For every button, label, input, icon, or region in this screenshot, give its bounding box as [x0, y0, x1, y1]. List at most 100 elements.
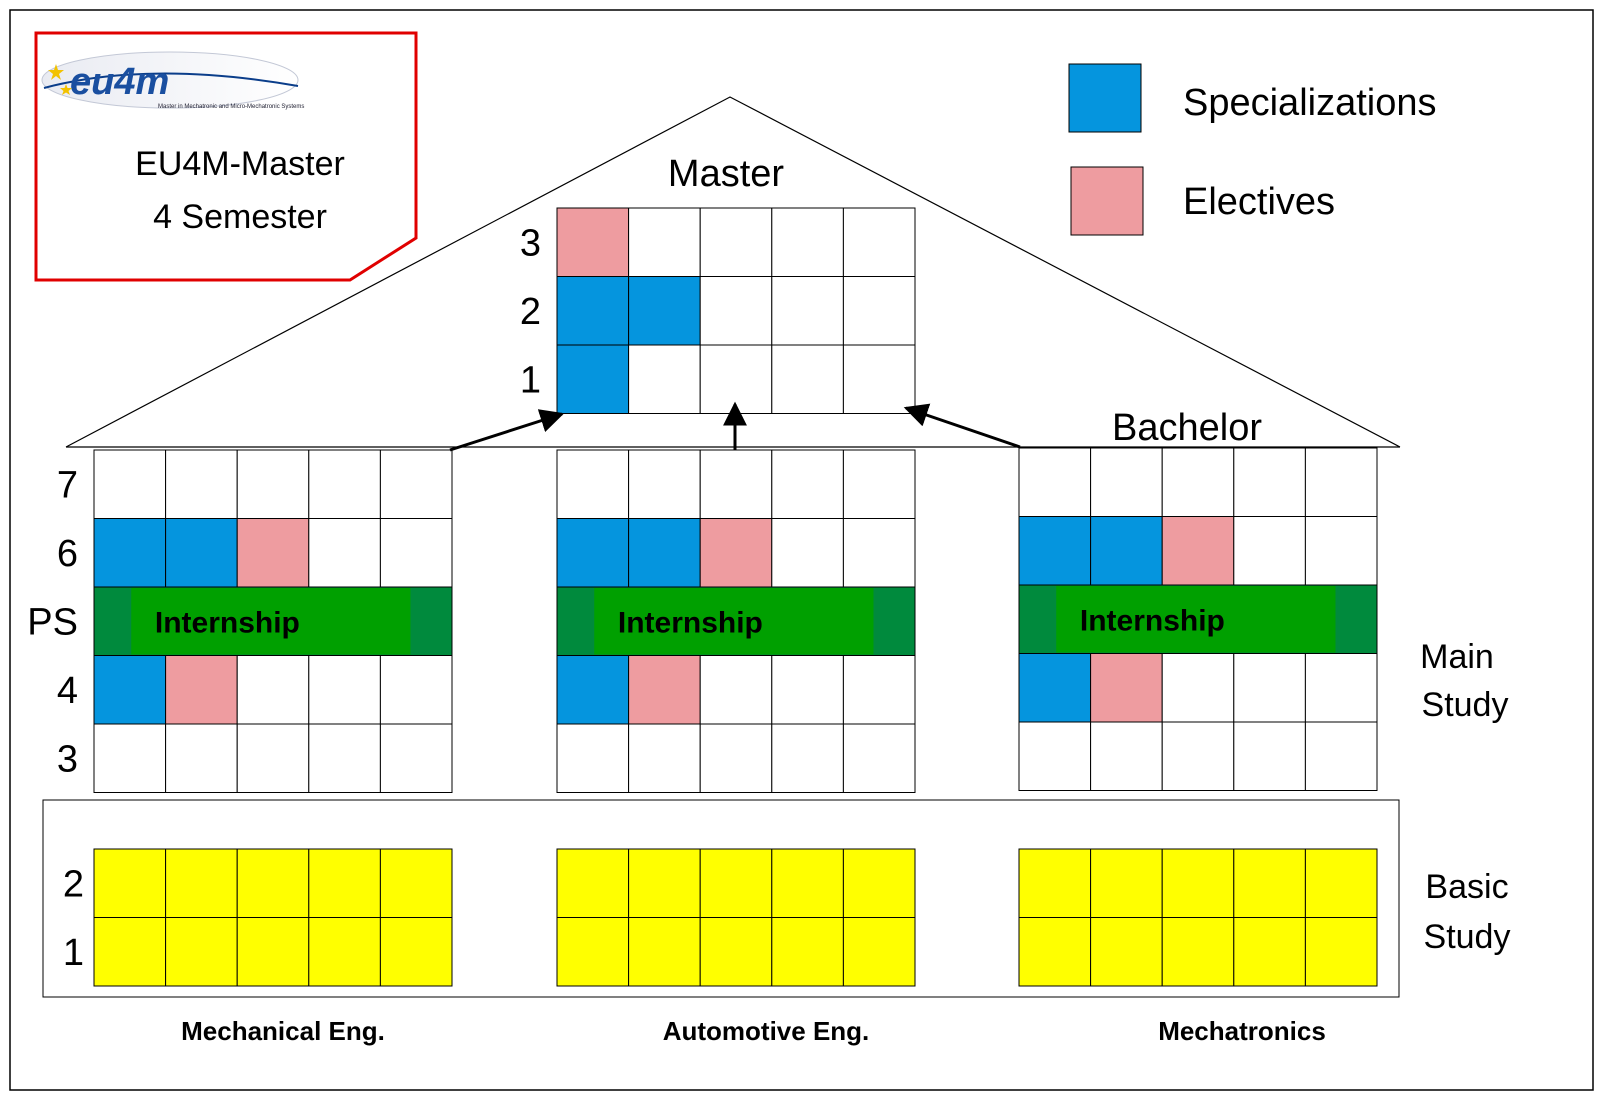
basic-study-grid-3 — [1018, 848, 1378, 987]
master-grid — [556, 207, 916, 414]
cell-empty — [1090, 721, 1163, 791]
internship-label: Internship — [1080, 604, 1225, 637]
cell-empty — [842, 449, 916, 519]
cell-basic — [556, 917, 630, 987]
cell-empty — [628, 449, 701, 519]
cell-basic — [771, 917, 844, 987]
cell-empty — [308, 723, 381, 793]
main-study-row-label: 6 — [57, 533, 78, 575]
roof-outline — [65, 96, 1401, 448]
cell-empty — [379, 723, 453, 793]
cell-specialization — [1018, 653, 1092, 723]
basic-study-row-label: 2 — [63, 863, 84, 905]
cell-specialization — [165, 518, 238, 588]
cell-basic — [699, 917, 773, 987]
cell-empty — [628, 344, 701, 414]
cell-basic — [628, 917, 701, 987]
cell-basic — [1018, 917, 1092, 987]
star-icon — [48, 64, 64, 80]
cell-basic — [1161, 917, 1235, 987]
cell-empty — [1304, 721, 1378, 791]
cell-empty — [1233, 516, 1306, 586]
cell-basic — [1233, 848, 1306, 918]
cell-empty — [771, 449, 844, 519]
cell-empty — [628, 207, 701, 277]
cell-empty — [379, 518, 453, 588]
cell-elective — [556, 207, 630, 277]
cell-specialization — [1090, 516, 1163, 586]
internship-band-inner — [594, 588, 874, 655]
cell-specialization — [628, 518, 701, 588]
cell-elective — [699, 518, 773, 588]
cell-elective — [236, 518, 310, 588]
cell-elective — [1090, 653, 1163, 723]
cell-basic — [93, 848, 167, 918]
cell-empty — [699, 723, 773, 793]
info-box-line1: EU4M-Master — [135, 145, 345, 183]
cell-empty — [308, 518, 381, 588]
program-name-mechanical: Mechanical Eng. — [181, 1016, 385, 1046]
cell-empty — [1233, 653, 1306, 723]
cell-empty — [842, 276, 916, 346]
basic-study-container — [42, 799, 1400, 998]
cell-basic — [165, 917, 238, 987]
cell-specialization — [556, 655, 630, 725]
main-study-row-label: 3 — [57, 738, 78, 780]
cell-empty — [699, 449, 773, 519]
side-label-main-2: Study — [1422, 686, 1509, 724]
info-box: eu4m Master in Mechatronic and Micro-Mec… — [34, 31, 418, 282]
cell-empty — [771, 723, 844, 793]
cell-empty — [1018, 447, 1092, 517]
cell-empty — [842, 655, 916, 725]
cell-empty — [1233, 447, 1306, 517]
cell-empty — [699, 207, 773, 277]
page-frame — [9, 9, 1594, 1091]
arrow-icon — [449, 409, 565, 452]
cell-basic — [236, 848, 310, 918]
cell-empty — [308, 655, 381, 725]
arrow-icon — [903, 403, 1021, 449]
main-study-grid-2: Internship — [556, 449, 916, 793]
cell-empty — [1090, 447, 1163, 517]
arrows — [449, 401, 1021, 452]
cell-specialization — [556, 518, 630, 588]
internship-band-inner — [131, 588, 411, 655]
cell-empty — [236, 655, 310, 725]
cell-specialization — [556, 344, 630, 414]
cell-specialization — [556, 276, 630, 346]
cell-empty — [771, 655, 844, 725]
cell-basic — [1304, 917, 1378, 987]
cell-empty — [771, 518, 844, 588]
cell-empty — [771, 276, 844, 346]
cell-specialization — [628, 276, 701, 346]
internship-label: Internship — [155, 606, 300, 639]
cell-specialization — [1018, 516, 1092, 586]
master-row-label: 1 — [520, 359, 541, 401]
logo-text: eu4m — [70, 61, 169, 103]
cell-basic — [1090, 917, 1163, 987]
internship-band-inner — [1056, 586, 1336, 653]
cell-empty — [379, 449, 453, 519]
cell-basic — [1161, 848, 1235, 918]
cell-basic — [842, 917, 916, 987]
main-study-grid-3: Internship — [1018, 447, 1378, 791]
basic-study-grid-1 — [93, 848, 453, 987]
cell-empty — [308, 449, 381, 519]
cell-empty — [1304, 447, 1378, 517]
cell-empty — [1233, 721, 1306, 791]
cell-basic — [165, 848, 238, 918]
cell-basic — [379, 917, 453, 987]
cell-empty — [771, 207, 844, 277]
cell-basic — [379, 848, 453, 918]
cell-empty — [556, 449, 630, 519]
main-study-row-label: 4 — [57, 670, 78, 712]
cell-empty — [842, 723, 916, 793]
side-label-main-1: Main — [1420, 638, 1494, 676]
cell-basic — [308, 917, 381, 987]
cell-elective — [1161, 516, 1235, 586]
logo-tagline: Master in Mechatronic and Micro-Mechatro… — [158, 104, 304, 110]
cell-basic — [1233, 917, 1306, 987]
bachelor-label: Bachelor — [1112, 407, 1262, 449]
cell-empty — [699, 344, 773, 414]
